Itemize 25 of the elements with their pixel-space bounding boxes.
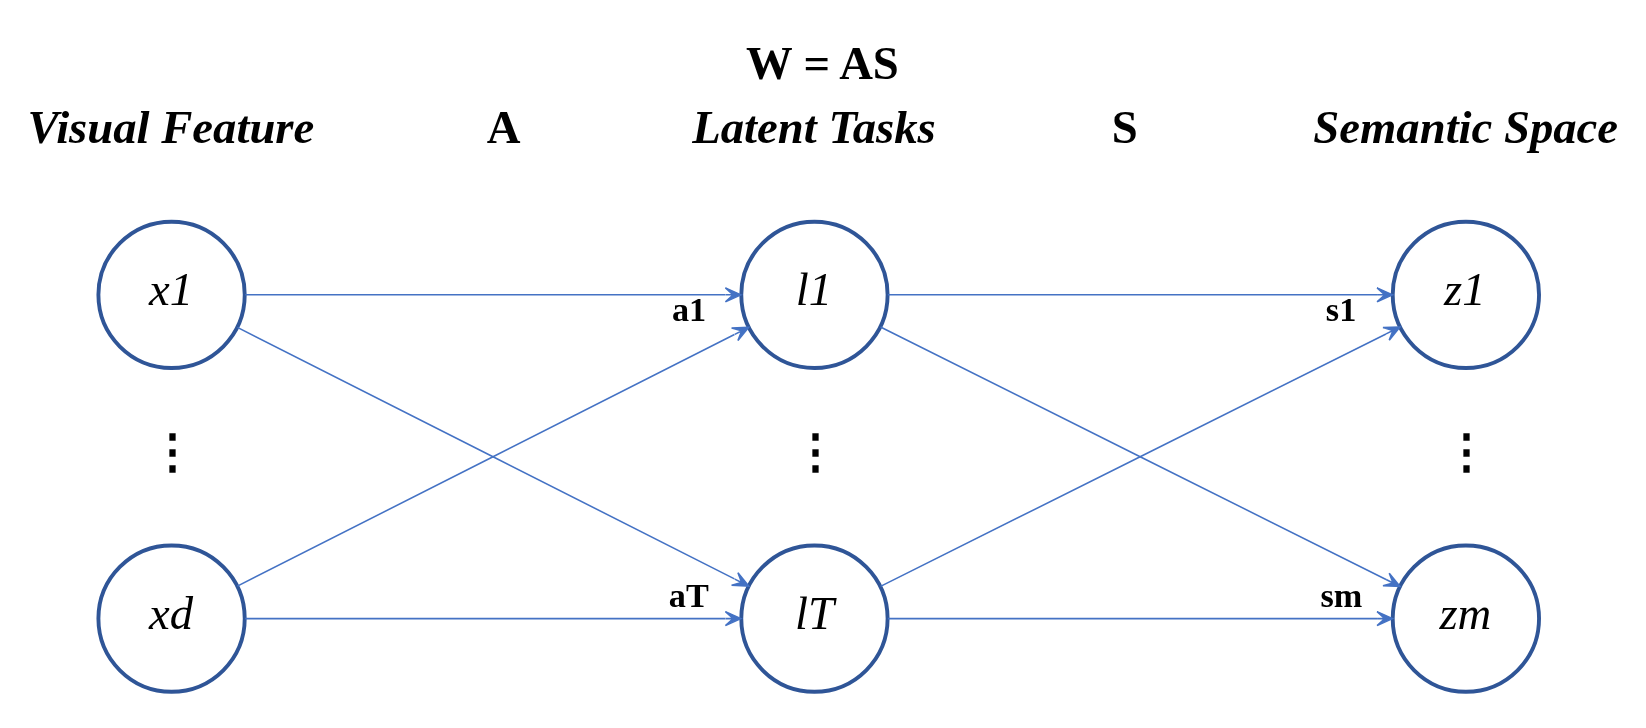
node-circle: xd <box>96 543 247 694</box>
label: Latent Tasks <box>692 100 936 153</box>
edge-label: a1 <box>671 289 707 328</box>
label: ⋮ <box>149 424 196 477</box>
edge-label: sm <box>1320 575 1363 614</box>
node-circle: z1 <box>1390 219 1541 370</box>
label: Visual Feature <box>27 100 315 153</box>
edge-label: s1 <box>1325 289 1357 328</box>
arrow <box>244 610 742 626</box>
arrow <box>887 286 1394 303</box>
arrow <box>244 286 742 303</box>
label: S <box>1111 100 1138 153</box>
node-circle: zm <box>1390 543 1541 694</box>
arrow <box>879 325 1401 587</box>
edge-label: aT <box>668 575 709 614</box>
label: ⋮ <box>791 424 839 477</box>
label: ⋮ <box>1443 424 1491 477</box>
arrow <box>887 610 1394 626</box>
label: Semantic Space <box>1313 100 1619 153</box>
node-circle: lT <box>739 543 890 694</box>
arrow <box>236 326 750 587</box>
label: A <box>486 100 521 153</box>
diagram-title: W = AS <box>745 36 899 89</box>
node-circle: l1 <box>739 219 890 370</box>
node-circle: x1 <box>96 219 247 370</box>
